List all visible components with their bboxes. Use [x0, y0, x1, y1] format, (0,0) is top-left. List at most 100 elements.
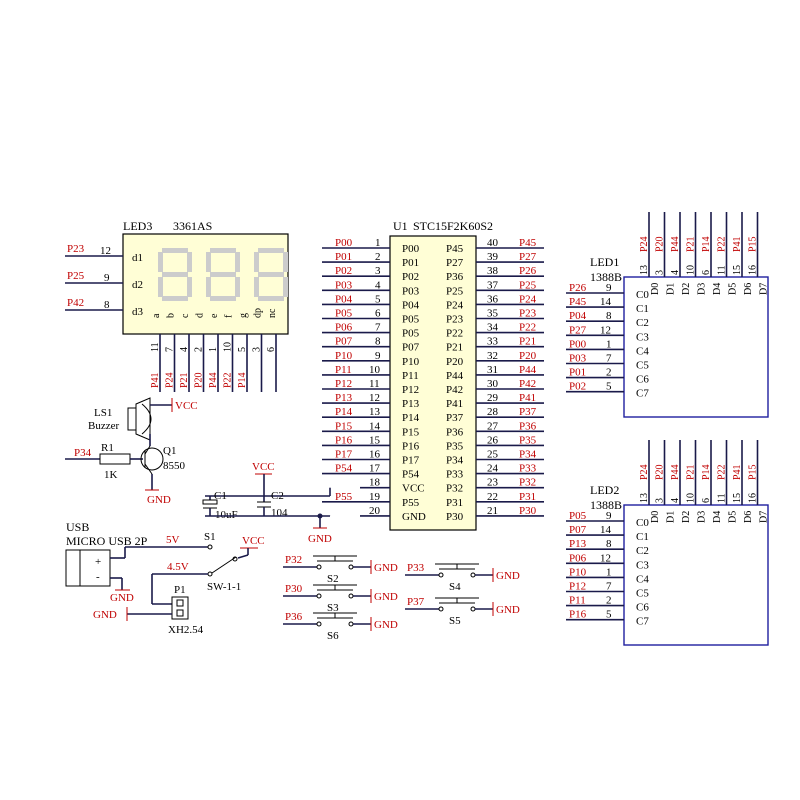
chip-left-name-13: P14 [402, 412, 420, 424]
led2-top-num-6: 15 [732, 493, 743, 503]
chip-left-name-17: P54 [402, 469, 420, 481]
led2-top-name-1: D1 [666, 511, 677, 523]
switch-vcc: VCC [242, 535, 265, 547]
led1-top-num-2: 4 [670, 270, 681, 275]
q1-part: 8550 [163, 460, 186, 472]
chip-body [389, 235, 477, 531]
led3-seg-f-label: f [224, 314, 235, 318]
p1-part: XH2.54 [168, 624, 204, 636]
p1-header [171, 596, 189, 620]
button-S5-gnd: GND [496, 604, 520, 616]
chip-right-num-16: 25 [487, 449, 499, 461]
chip-right-name-16: P34 [446, 455, 464, 467]
chip-right-name-7: P22 [446, 328, 463, 340]
led2-top-name-3: D3 [697, 511, 708, 523]
chip-left-name-20: GND [402, 511, 426, 523]
chip-left-name-16: P17 [402, 455, 420, 467]
led1-top-num-6: 15 [732, 265, 743, 275]
led1-top-num-5: 11 [717, 265, 728, 275]
seg-2d [210, 296, 236, 301]
led2-left-num-2: 8 [606, 538, 612, 550]
chip-left-name-10: P11 [402, 370, 419, 382]
chip-right-num-2: 39 [487, 251, 499, 263]
led2-left-name-5: C5 [636, 588, 649, 600]
led3-seg-nc-label: nc [267, 308, 278, 318]
led2-top-net-7: P15 [748, 464, 759, 480]
chip-right-net-10: P44 [519, 364, 537, 376]
led1-top-net-4: P14 [701, 236, 712, 252]
led2-top-num-5: 11 [717, 493, 728, 503]
button-S2-net: P32 [285, 554, 302, 566]
led1-left-net-2: P04 [569, 310, 587, 322]
led2-left-num-3: 12 [600, 552, 611, 564]
led1-left-net-6: P01 [569, 367, 586, 379]
chip-left-num-10: 10 [369, 364, 381, 376]
led2-top-net-4: P14 [701, 464, 712, 480]
led2-left-num-7: 5 [606, 609, 612, 621]
button-S3-gnd: GND [374, 591, 398, 603]
chip-right-num-19: 22 [487, 491, 498, 503]
chip-left-net-10: P11 [335, 364, 352, 376]
chip-left-num-19: 19 [369, 491, 381, 503]
led3-seg-d-num: 2 [194, 347, 205, 352]
chip-right-num-9: 32 [487, 350, 498, 362]
button-S5-ref: S5 [449, 615, 461, 627]
button-S5-net: P37 [407, 596, 425, 608]
decoupling-caps: VCC C1 10uF C2 104 GND [202, 461, 332, 545]
led1-top-net-3: P21 [686, 236, 697, 252]
chip-right-net-14: P36 [519, 420, 537, 432]
buzzer-vcc: VCC [175, 400, 198, 412]
chip-left-name-18: VCC [402, 483, 425, 495]
p1-gnd: GND [93, 609, 117, 621]
led2-left-net-0: P05 [569, 510, 587, 522]
chip-right-num-8: 33 [487, 336, 499, 348]
chip-right-net-4: P25 [519, 279, 537, 291]
chip-right-net-7: P22 [519, 322, 536, 334]
chip-right-name-14: P36 [446, 426, 464, 438]
chip-left-num-15: 15 [369, 434, 381, 446]
led2-left-name-3: C3 [636, 559, 649, 571]
led1-left-net-7: P02 [569, 381, 586, 393]
chip-right-name-6: P23 [446, 314, 464, 326]
seg-1g [162, 272, 188, 277]
led1-top-net-0: P24 [639, 236, 650, 252]
chip-left-name-11: P12 [402, 384, 419, 396]
led3-d1-name: d1 [132, 252, 143, 264]
led1-top-name-2: D2 [681, 283, 692, 295]
usb-gnd: GND [110, 592, 134, 604]
caps-vcc: VCC [252, 461, 275, 473]
chip-left-net-8: P07 [335, 336, 353, 348]
chip-right-name-4: P25 [446, 285, 464, 297]
led3-seg-d-net: P20 [194, 372, 205, 388]
chip-left-net-6: P05 [335, 308, 353, 320]
chip-left-net-17: P54 [335, 463, 353, 475]
seg-3f [254, 252, 259, 272]
chip-right-net-17: P33 [519, 463, 537, 475]
chip-right-net-16: P34 [519, 449, 537, 461]
led1-top-name-5: D5 [728, 283, 739, 295]
chip-left-net-9: P10 [335, 350, 353, 362]
seg-3d [258, 296, 284, 301]
chip-right-name-11: P42 [446, 384, 463, 396]
led3-d3-name: d3 [132, 306, 144, 318]
button-S6-gnd: GND [374, 619, 398, 631]
chip-left-num-4: 4 [375, 279, 381, 291]
led1-top-name-1: D1 [666, 283, 677, 295]
led2-left-name-7: C7 [636, 616, 649, 628]
chip-right-num-18: 23 [487, 477, 499, 489]
button-S2-ref: S2 [327, 573, 339, 585]
q1-ref: Q1 [163, 445, 176, 457]
buzzer-body [127, 407, 137, 431]
led1-top-num-4: 6 [701, 270, 712, 275]
led1-left-name-3: C3 [636, 331, 649, 343]
chip-left-name-2: P01 [402, 257, 419, 269]
led3-seg-c-label: c [180, 313, 191, 318]
led2-top-net-6: P41 [732, 464, 743, 480]
led1-part: 1388B [590, 270, 622, 284]
led3-seg-c-num: 4 [179, 347, 190, 352]
chip-left-num-9: 9 [375, 350, 381, 362]
